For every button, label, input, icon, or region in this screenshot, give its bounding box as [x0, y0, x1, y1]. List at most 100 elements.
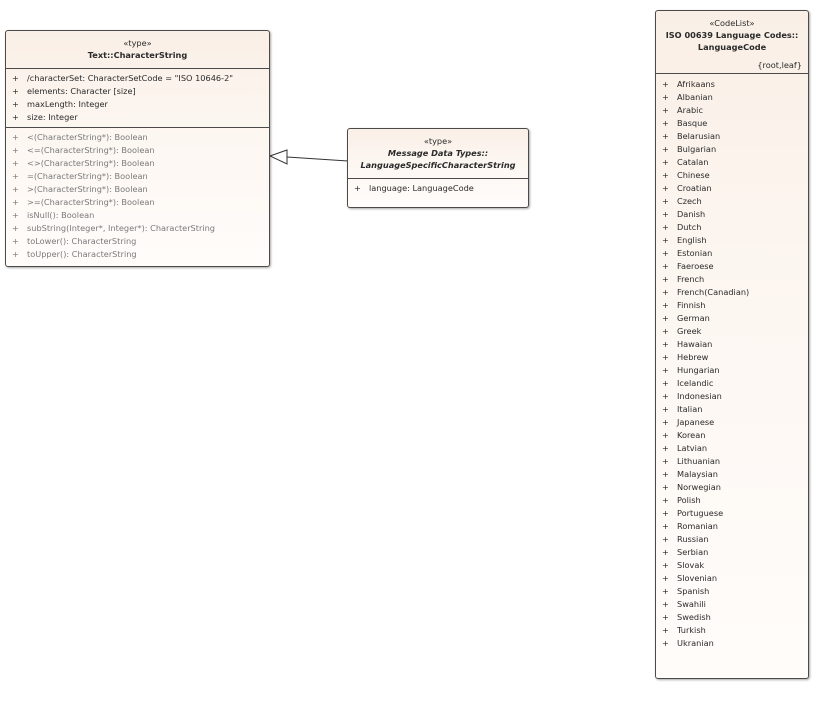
- attributes-compartment: + /characterSet: CharacterSetCode = "ISO …: [6, 68, 269, 127]
- literal-row[interactable]: +Malaysian: [656, 468, 808, 481]
- operation-row[interactable]: +subString(Integer*, Integer*): Characte…: [6, 222, 269, 235]
- literal-text: Norwegian: [677, 482, 721, 492]
- operation-text: >=(CharacterString*): Boolean: [27, 197, 155, 207]
- visibility-marker: +: [662, 560, 669, 570]
- literal-row[interactable]: +Arabic: [656, 104, 808, 117]
- literal-row[interactable]: +German: [656, 312, 808, 325]
- literal-row[interactable]: +Romanian: [656, 520, 808, 533]
- visibility-marker: +: [12, 210, 19, 220]
- literal-text: Turkish: [677, 625, 706, 635]
- codelist-name: LanguageCode: [697, 42, 767, 52]
- literal-row[interactable]: +Bulgarian: [656, 143, 808, 156]
- literal-row[interactable]: +Afrikaans: [656, 78, 808, 91]
- literal-row[interactable]: +Norwegian: [656, 481, 808, 494]
- operation-row[interactable]: +toUpper(): CharacterString: [6, 248, 269, 261]
- visibility-marker: +: [12, 158, 19, 168]
- literal-row[interactable]: +Italian: [656, 403, 808, 416]
- attribute-row[interactable]: +/characterSet: CharacterSetCode = "ISO …: [6, 72, 269, 85]
- literal-row[interactable]: +Croatian: [656, 182, 808, 195]
- visibility-marker: +: [662, 430, 669, 440]
- literal-row[interactable]: +Estonian: [656, 247, 808, 260]
- literal-row[interactable]: +Danish: [656, 208, 808, 221]
- literal-row[interactable]: +Chinese: [656, 169, 808, 182]
- literal-row[interactable]: +Swedish: [656, 611, 808, 624]
- visibility-marker: +: [662, 300, 669, 310]
- operation-text: >(CharacterString*): Boolean: [27, 184, 148, 194]
- literal-text: Czech: [677, 196, 702, 206]
- visibility-marker: +: [662, 625, 669, 635]
- literal-row[interactable]: +Faeroese: [656, 260, 808, 273]
- visibility-marker: +: [662, 170, 669, 180]
- operation-row[interactable]: + >(CharacterString*): Boolean: [6, 183, 269, 196]
- literal-row[interactable]: +Slovenian: [656, 572, 808, 585]
- class-name: LanguageSpecificCharacterString: [360, 160, 516, 170]
- visibility-marker: +: [12, 184, 19, 194]
- literal-row[interactable]: +Latvian: [656, 442, 808, 455]
- literal-row[interactable]: +Portuguese: [656, 507, 808, 520]
- literal-row[interactable]: + Turkish: [656, 624, 808, 637]
- visibility-marker: +: [12, 99, 19, 109]
- visibility-marker: +: [12, 197, 19, 207]
- literal-row[interactable]: +Greek: [656, 325, 808, 338]
- class-character-string[interactable]: «type» Text::CharacterString +/character…: [5, 30, 270, 267]
- literal-row[interactable]: +Albanian: [656, 91, 808, 104]
- operation-text: subString(Integer*, Integer*): Character…: [27, 223, 215, 233]
- attribute-text: language: LanguageCode: [369, 183, 474, 193]
- literal-row[interactable]: +Japanese: [656, 416, 808, 429]
- visibility-marker: +: [662, 313, 669, 323]
- literal-text: Lithuanian: [677, 456, 721, 466]
- visibility-marker: +: [662, 131, 669, 141]
- operation-row[interactable]: +<(CharacterString*): Boolean: [6, 131, 269, 144]
- literal-row[interactable]: +Catalan: [656, 156, 808, 169]
- literal-row[interactable]: +English: [656, 234, 808, 247]
- literal-row[interactable]: +French(Canadian): [656, 286, 808, 299]
- operation-row[interactable]: +<=(CharacterString*): Boolean: [6, 144, 269, 157]
- attribute-row[interactable]: +language: LanguageCode: [348, 182, 528, 195]
- literal-row[interactable]: +Indonesian: [656, 390, 808, 403]
- attribute-row[interactable]: +maxLength: Integer: [6, 98, 269, 111]
- visibility-marker: +: [662, 365, 669, 375]
- operation-row[interactable]: + >=(CharacterString*): Boolean: [6, 196, 269, 209]
- attribute-text: /characterSet: CharacterSetCode = "ISO 1…: [27, 73, 234, 83]
- class-language-specific-character-string[interactable]: «type» Message Data Types:: LanguageSpec…: [347, 128, 529, 208]
- literal-row[interactable]: +Finnish: [656, 299, 808, 312]
- attribute-row[interactable]: +size: Integer: [6, 111, 269, 124]
- visibility-marker: +: [662, 404, 669, 414]
- literal-row[interactable]: +Czech: [656, 195, 808, 208]
- literal-row[interactable]: +Basque: [656, 117, 808, 130]
- literal-row[interactable]: +Russian: [656, 533, 808, 546]
- literal-row[interactable]: +Hungarian: [656, 364, 808, 377]
- operation-row[interactable]: +<>(CharacterString*): Boolean: [6, 157, 269, 170]
- visibility-marker: +: [662, 456, 669, 466]
- literal-row[interactable]: +Belarusian: [656, 130, 808, 143]
- operation-row[interactable]: + isNull(): Boolean: [6, 209, 269, 222]
- literal-text: Malaysian: [677, 469, 718, 479]
- operation-row[interactable]: +toLower(): CharacterString: [6, 235, 269, 248]
- attribute-row[interactable]: +elements: Character [size]: [6, 85, 269, 98]
- literal-text: French(Canadian): [677, 287, 750, 297]
- literal-row[interactable]: + Lithuanian: [656, 455, 808, 468]
- literal-row[interactable]: +Spanish: [656, 585, 808, 598]
- literal-text: Catalan: [677, 157, 709, 167]
- codelist-language-code[interactable]: «CodeList» ISO 00639 Language Codes:: La…: [655, 10, 809, 679]
- literal-row[interactable]: +Korean: [656, 429, 808, 442]
- operation-row[interactable]: +=(CharacterString*): Boolean: [6, 170, 269, 183]
- literal-row[interactable]: +Ukranian: [656, 637, 808, 650]
- visibility-marker: +: [662, 105, 669, 115]
- operation-text: isNull(): Boolean: [27, 210, 95, 220]
- literal-row[interactable]: +Swahili: [656, 598, 808, 611]
- literal-row[interactable]: +French: [656, 273, 808, 286]
- literal-row[interactable]: +Dutch: [656, 221, 808, 234]
- literal-row[interactable]: +Hawaian: [656, 338, 808, 351]
- literal-row[interactable]: +Serbian: [656, 546, 808, 559]
- literal-row[interactable]: +Polish: [656, 494, 808, 507]
- literal-row[interactable]: +Slovak: [656, 559, 808, 572]
- literal-text: Albanian: [677, 92, 713, 102]
- operation-text: <(CharacterString*): Boolean: [27, 132, 148, 142]
- literal-row[interactable]: +Icelandic: [656, 377, 808, 390]
- visibility-marker: +: [662, 326, 669, 336]
- visibility-marker: +: [662, 261, 669, 271]
- literal-row[interactable]: +Hebrew: [656, 351, 808, 364]
- visibility-marker: +: [12, 86, 19, 96]
